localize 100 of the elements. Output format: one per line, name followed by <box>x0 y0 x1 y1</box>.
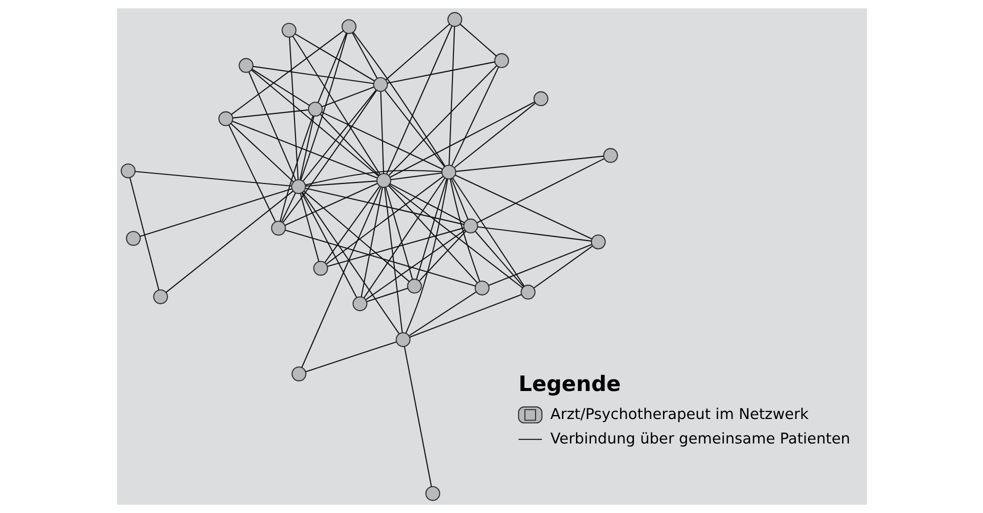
connector <box>386 61 494 84</box>
connector <box>317 32 346 103</box>
connector <box>404 179 448 334</box>
connector <box>384 90 444 167</box>
node-circle <box>152 289 168 304</box>
connector <box>230 30 344 115</box>
node-circle <box>520 284 536 300</box>
connector <box>476 158 604 224</box>
node-circle <box>352 296 367 312</box>
node-circle <box>474 280 490 296</box>
node-circle <box>424 486 440 501</box>
connector <box>388 65 497 176</box>
connector <box>488 244 592 286</box>
connector <box>321 86 374 108</box>
node-circle <box>376 173 391 188</box>
connector <box>403 346 432 487</box>
connector <box>300 186 381 368</box>
connector <box>248 72 296 180</box>
connector <box>388 184 522 288</box>
connector <box>389 183 464 224</box>
connector <box>302 90 376 182</box>
node-circle <box>281 22 296 38</box>
connector <box>385 24 450 80</box>
node-circle <box>372 77 388 92</box>
connector <box>232 120 377 178</box>
node-circle <box>307 102 322 117</box>
connector <box>299 116 314 180</box>
connector <box>288 37 298 180</box>
connector <box>386 26 452 174</box>
connector <box>292 36 380 175</box>
connector <box>450 66 499 166</box>
connector <box>230 123 294 182</box>
connector <box>448 26 455 166</box>
connector <box>390 172 442 180</box>
connector <box>454 102 536 168</box>
connector <box>251 68 310 106</box>
connector <box>474 230 524 287</box>
node-circle <box>312 260 328 276</box>
node-circle <box>125 231 140 246</box>
node-circle <box>406 278 422 294</box>
connector <box>300 192 357 298</box>
legend-label: Verbindung über gemeinsame Patienten <box>550 429 850 448</box>
node-circle <box>533 91 548 106</box>
connector <box>305 180 376 187</box>
connector <box>454 174 592 240</box>
connector <box>384 187 402 332</box>
connector <box>284 230 475 287</box>
connector <box>365 230 465 300</box>
connector <box>128 178 159 290</box>
connector <box>294 33 374 82</box>
connector <box>228 124 276 222</box>
node-circle <box>494 53 509 68</box>
connector <box>165 190 293 293</box>
connector <box>300 33 348 180</box>
node-circle <box>462 218 478 234</box>
connector <box>282 90 376 223</box>
connector <box>533 246 592 288</box>
connector <box>352 32 445 166</box>
node-circle <box>602 148 618 163</box>
connector <box>302 192 400 334</box>
connector <box>416 178 447 280</box>
connector <box>452 178 524 287</box>
connector <box>319 114 379 176</box>
connector <box>304 170 442 186</box>
connector <box>326 227 464 267</box>
legend-label: Arzt/Psychotherapeut im Netzwerk <box>550 404 808 423</box>
connector <box>459 24 496 56</box>
connector <box>351 32 378 78</box>
connector <box>232 109 308 118</box>
connector <box>252 66 374 84</box>
connector <box>279 116 313 222</box>
connector <box>380 92 384 174</box>
connector <box>388 186 478 284</box>
connector <box>476 226 591 242</box>
connector <box>280 192 296 222</box>
node-circle <box>440 164 456 180</box>
connector <box>134 171 291 187</box>
node-circle <box>291 366 306 382</box>
node-circle <box>238 58 254 73</box>
node-circle <box>290 179 306 194</box>
label: Legende <box>518 372 620 398</box>
connector <box>305 341 396 372</box>
connector <box>450 178 468 220</box>
node-circle <box>446 12 462 27</box>
connector <box>363 178 445 298</box>
connector <box>321 112 442 170</box>
connector <box>324 186 380 263</box>
connector <box>139 188 292 237</box>
node-circle <box>590 234 606 250</box>
connector <box>409 294 522 338</box>
connector <box>455 156 603 172</box>
connector <box>366 288 408 302</box>
connector <box>360 187 382 297</box>
connector <box>284 183 377 226</box>
connector <box>299 194 319 262</box>
connector <box>449 179 480 282</box>
connector <box>408 291 476 336</box>
node-circle <box>218 111 233 126</box>
connector <box>384 187 412 280</box>
connector <box>418 230 466 282</box>
